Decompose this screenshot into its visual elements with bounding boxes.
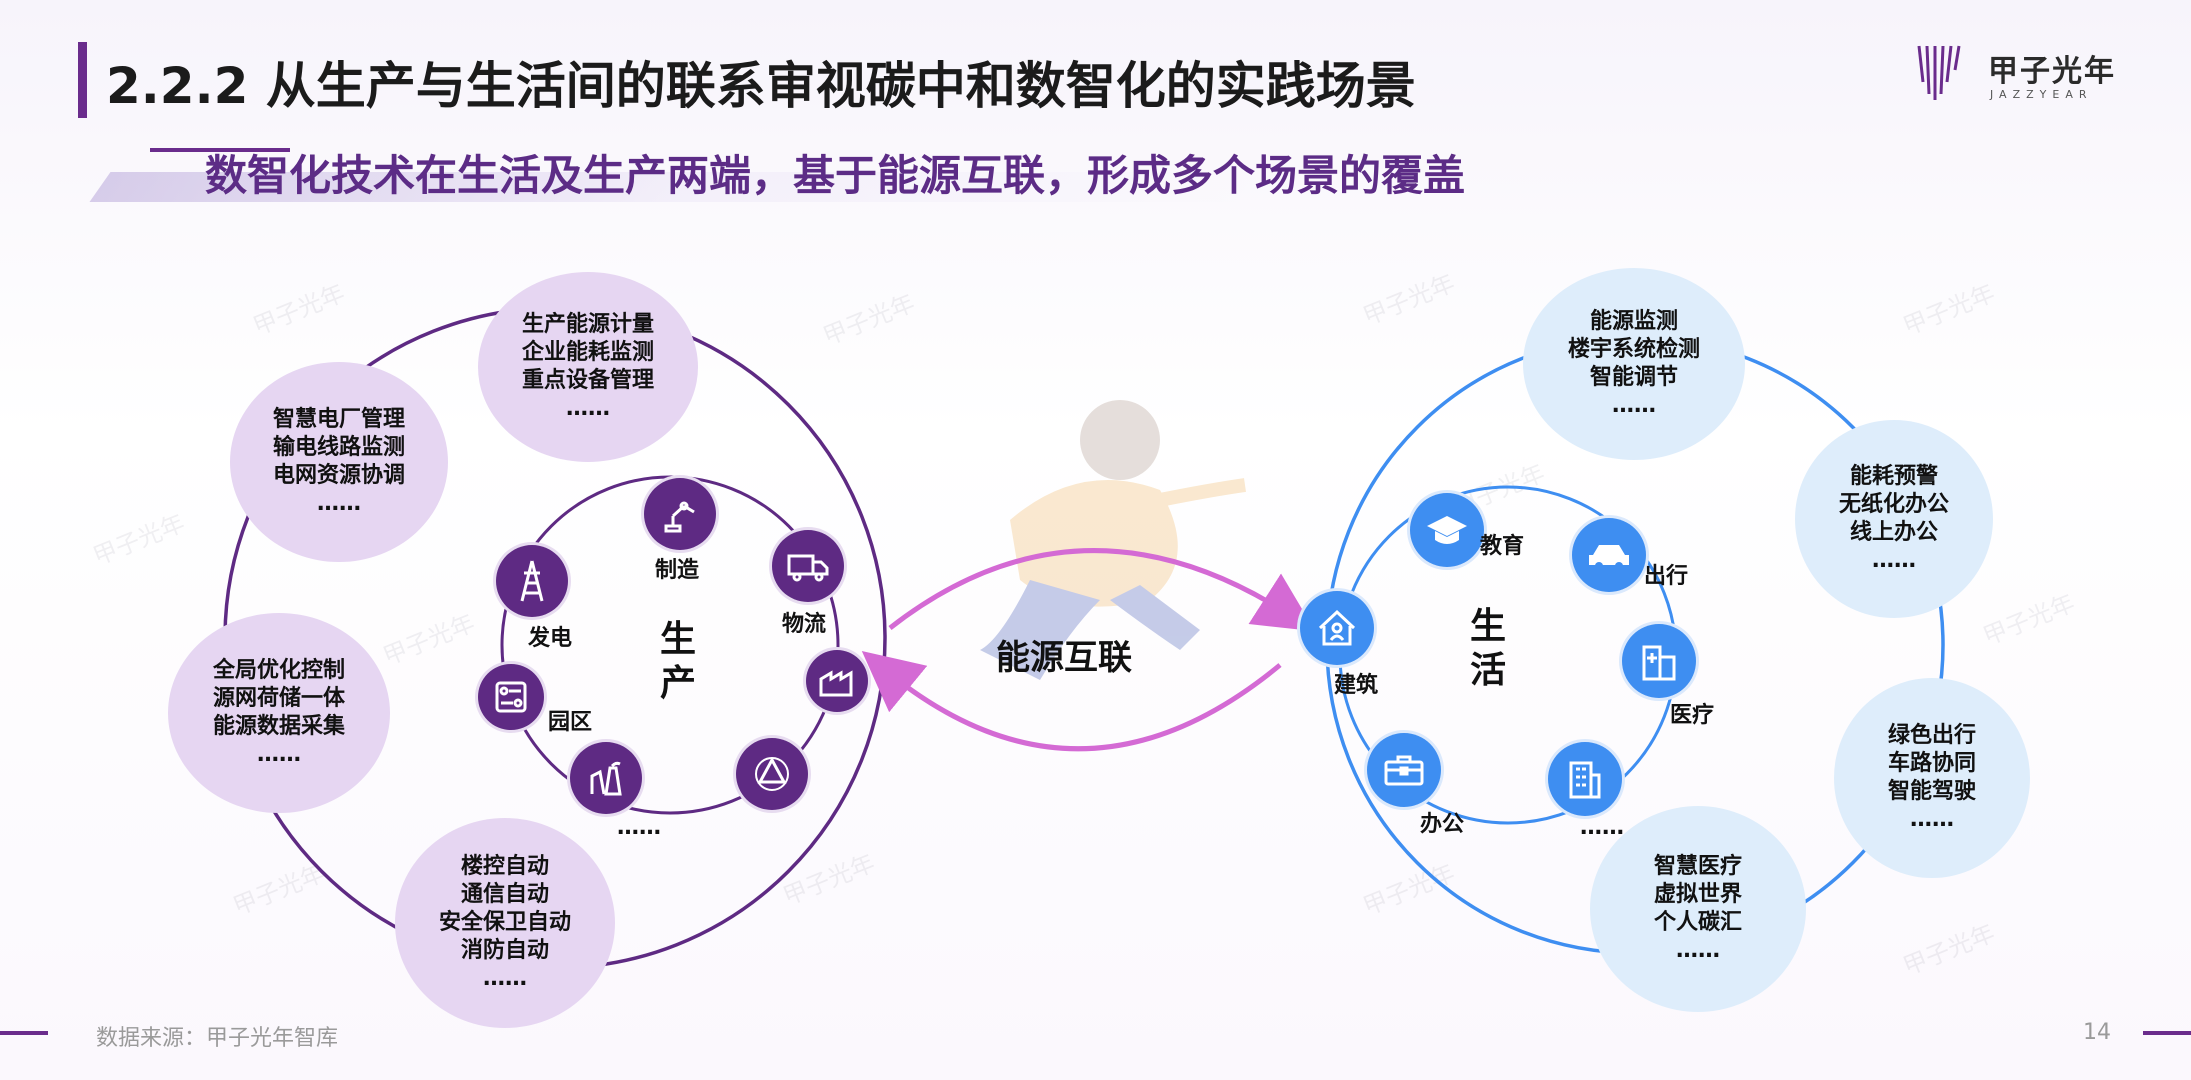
page-subtitle: 数智化技术在生活及生产两端，基于能源互联，形成多个场景的覆盖 [205, 151, 1466, 200]
life-node-label: …… [1580, 815, 1624, 840]
production-node-label: 制造 [655, 558, 700, 583]
life-bubble-energy-warning: 能耗预警 无纸化办公 线上办公 …… [1795, 420, 1993, 618]
hub-arrow-top [888, 548, 1316, 632]
production-node-label: 园区 [548, 710, 593, 735]
house-icon [1300, 591, 1374, 665]
robot-arm-icon [644, 478, 716, 550]
life-bubble-green-travel: 绿色出行 车路协同 智能驾驶 …… [1834, 678, 2030, 878]
power-plant-icon [570, 742, 642, 814]
life-node-label: 教育 [1480, 534, 1525, 559]
bubble-line: 源网荷储一体 [212, 686, 345, 711]
source-note: 数据来源：甲子光年智库 [96, 1026, 339, 1051]
bubble-line: 线上办公 [1849, 520, 1938, 545]
life-node-label: 建筑 [1334, 673, 1379, 698]
bubble-line: 通信自动 [460, 882, 549, 907]
bubble-line: 输电线路监测 [272, 435, 405, 460]
briefcase-icon [1367, 733, 1441, 807]
bubble-line: …… [1676, 938, 1720, 963]
production-bubble-building-control: 楼控自动 通信自动 安全保卫自动 消防自动 …… [395, 818, 615, 1028]
bubble-line: 绿色出行 [1887, 723, 1976, 748]
life-bubble-smart-healthcare: 智慧医疗 虚拟世界 个人碳汇 …… [1590, 806, 1806, 1012]
recycle-icon [736, 738, 808, 810]
bubble-line: 智能驾驶 [1887, 779, 1976, 804]
bubble-line: …… [1872, 548, 1916, 573]
bubble-line: …… [1910, 807, 1954, 832]
bubble-line: 能耗预警 [1849, 464, 1938, 489]
bubble-line: 智能调节 [1589, 365, 1678, 390]
production-node-label: 物流 [782, 612, 827, 637]
production-node-label: 发电 [528, 626, 573, 651]
car-icon [1572, 518, 1646, 592]
production-bubble-metering: 生产能源计量 企业能耗监测 重点设备管理 …… [478, 272, 698, 462]
production-inner-ring [500, 475, 840, 815]
brand-tagline: JAZZYEAR [1990, 88, 2093, 101]
page-title: 2.2.2 从生产与生活间的联系审视碳中和数智化的实践场景 [106, 57, 1416, 115]
bubble-line: …… [317, 491, 361, 516]
bubble-line: 能源监测 [1589, 309, 1678, 334]
footer-line-right [2143, 1031, 2191, 1035]
footer-line-left [0, 1031, 48, 1035]
hub-arrow-bottom [861, 650, 1282, 752]
bubble-line: 楼宇系统检测 [1567, 337, 1700, 362]
graduation-cap-icon [1410, 493, 1484, 567]
bubble-line: 无纸化办公 [1838, 492, 1949, 517]
brand-name: 甲子光年 [1988, 54, 2116, 89]
hub-label: 能源互联 [996, 638, 1132, 678]
park-map-icon [478, 664, 544, 730]
building-icon [1548, 742, 1622, 816]
hospital-icon [1622, 624, 1696, 698]
bubble-line: 智慧电厂管理 [272, 407, 405, 432]
production-bubble-power-plant: 智慧电厂管理 输电线路监测 电网资源协调 …… [230, 362, 448, 562]
life-node-label: 医疗 [1670, 703, 1715, 728]
bubble-line: 电网资源协调 [272, 463, 405, 488]
production-title: 生产 [660, 619, 697, 704]
bubble-line: 车路协同 [1887, 751, 1976, 776]
page-number: 14 [2083, 1020, 2111, 1045]
truck-icon [772, 530, 844, 602]
life-bubble-energy-monitoring: 能源监测 楼宇系统检测 智能调节 …… [1523, 268, 1745, 460]
production-node-label: …… [617, 815, 661, 840]
life-node-label: 出行 [1644, 564, 1689, 589]
bubble-line: 重点设备管理 [521, 368, 654, 393]
bubble-line: 楼控自动 [460, 854, 549, 879]
bubble-line: …… [566, 396, 610, 421]
bubble-line: 能源数据采集 [212, 714, 345, 739]
bubble-line: 安全保卫自动 [438, 910, 571, 935]
life-node-label: 办公 [1420, 812, 1465, 837]
factory-icon [806, 650, 868, 712]
bubble-line: 生产能源计量 [521, 312, 654, 337]
bubble-line: 企业能耗监测 [521, 340, 654, 365]
subtitle-decor-line [150, 148, 290, 152]
bubble-line: …… [483, 966, 527, 991]
bubble-line: 消防自动 [460, 938, 549, 963]
bubble-line: 全局优化控制 [212, 658, 345, 683]
life-title: 生活 [1470, 606, 1507, 691]
runner-illustration [980, 400, 1246, 680]
bubble-line: 智慧医疗 [1653, 854, 1742, 879]
brand-logo-icon [1917, 45, 1961, 100]
bubble-line: …… [257, 742, 301, 767]
title-accent-bar [78, 42, 87, 118]
bubble-line: 个人碳汇 [1653, 910, 1742, 935]
transmission-tower-icon [496, 545, 568, 617]
bubble-line: …… [1612, 393, 1656, 418]
production-bubble-optimization: 全局优化控制 源网荷储一体 能源数据采集 …… [168, 613, 390, 813]
bubble-line: 虚拟世界 [1653, 882, 1742, 907]
